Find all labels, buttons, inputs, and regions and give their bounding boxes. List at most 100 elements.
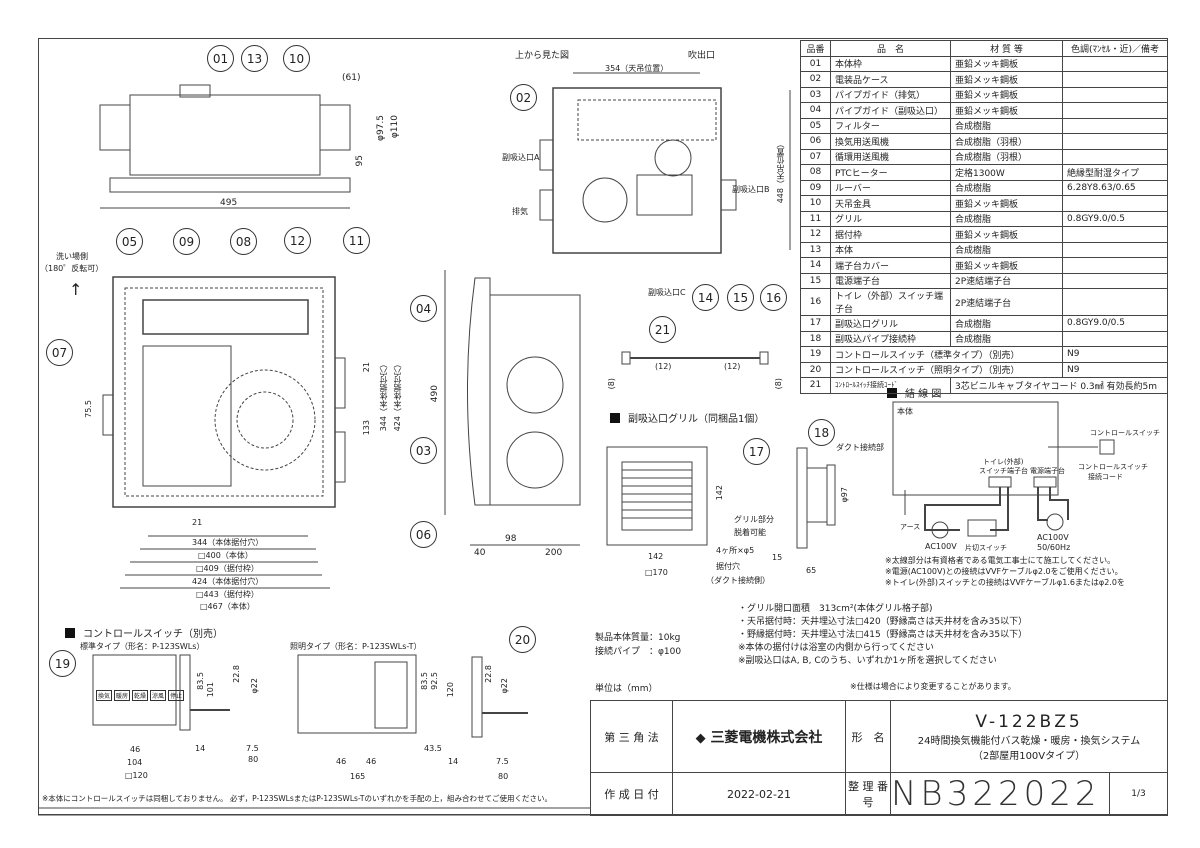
spec-note: ・グリル開口面積 313cm²(本体グリル格子部) — [738, 604, 933, 614]
cell-note — [1062, 241, 1168, 258]
balloon-16: 16 — [760, 284, 787, 311]
light-dim-7-5: 7.5 — [496, 757, 509, 766]
light-dim-46-b: 46 — [366, 757, 377, 766]
cell-note — [1062, 86, 1168, 103]
dim-354: 354（天吊位置） — [605, 64, 669, 73]
cell-note — [1062, 148, 1168, 165]
cell-material: 合成樹脂 — [950, 330, 1063, 347]
cell-no: 13 — [800, 241, 831, 258]
light-dim-phi-22: φ22 — [500, 678, 509, 694]
light-dim-165: 165 — [350, 772, 366, 781]
std-dim-22-8: 22.8 — [232, 665, 241, 683]
cell-name: ルーバー — [830, 179, 951, 196]
grille-dim-142-v: 142 — [715, 485, 724, 501]
switch-button-ventilation: 換気 — [96, 690, 113, 701]
dim-40: 40 — [474, 548, 486, 558]
cell-name: PTCヒーター — [830, 164, 951, 181]
cell-material: 亜鉛メッキ鋼板 — [950, 86, 1063, 103]
switch-label: 片切スイッチ — [965, 544, 1007, 552]
dim-75-5: 75.5 — [84, 400, 93, 418]
exhaust-label: 排気 — [512, 207, 528, 216]
cell-material: 2P速結端子台 — [950, 272, 1063, 289]
balloon-08: 08 — [230, 228, 257, 255]
hz-label: 50/60Hz — [1037, 543, 1071, 552]
dim-98: 98 — [505, 534, 517, 544]
cell-material: 合成樹脂（羽根） — [950, 148, 1063, 165]
model-info: V-122BZ5 24時間換気機能付バス乾燥・暖房・換気システム （2部屋用10… — [890, 700, 1168, 773]
cell-name: パイプガイド（副吸込口） — [830, 102, 951, 119]
wiring-section-title: 結 線 図 — [887, 385, 941, 400]
cell-material: 合成樹脂 — [950, 179, 1063, 196]
number-label: 整 理 番 号 — [845, 772, 891, 816]
light-dim-14: 14 — [448, 757, 459, 766]
control-switch-section-title: コントロールスイッチ（別売） — [65, 625, 223, 640]
creation-date: 2022-02-21 — [672, 772, 846, 816]
light-dim-120: 120 — [446, 682, 455, 698]
cell-note — [1062, 288, 1168, 316]
std-dim-104: 104 — [127, 758, 143, 767]
cell-name: 循環用送風機 — [830, 148, 951, 165]
balloon-11: 11 — [343, 227, 370, 254]
ac-100v-2: AC100V — [1037, 533, 1069, 542]
cell-material: 亜鉛メッキ鋼板 — [950, 55, 1063, 72]
outlet-label: 吹出口 — [688, 51, 716, 61]
cell-note — [1062, 272, 1168, 289]
balloon-07: 07 — [46, 339, 73, 366]
cell-name: フィルター — [830, 117, 951, 134]
light-dim-92-5: 92.5 — [430, 672, 439, 690]
cell-material: 合成樹脂 — [950, 241, 1063, 258]
balloon-01: 01 — [207, 45, 234, 72]
cell-material: 合成樹脂 — [950, 117, 1063, 134]
cell-no: 11 — [800, 210, 831, 227]
grille-duct-side: （ダクト接続側） — [706, 576, 770, 585]
model-subdescription: （2部屋用100Vタイプ） — [972, 750, 1086, 762]
grille-removable-1: グリル部分 — [734, 515, 774, 524]
cell-note — [1062, 71, 1168, 88]
cell-note: 0.8GY9.0/0.5 — [1062, 210, 1168, 227]
cell-note — [1062, 117, 1168, 134]
wiring-note: ※太線部分は有資格者である電気工事士にて施工してください。 — [885, 556, 1116, 565]
control-switch-note: ※本体にコントロールスイッチは同梱しておりません。 必ず，P-123SWLsまた… — [42, 794, 552, 803]
switch-button-stop: 停止 — [168, 690, 185, 701]
product-mass: 製品本体質量：10kg — [595, 633, 681, 643]
cell-note — [1062, 195, 1168, 212]
page-number: 1/3 — [1109, 772, 1168, 816]
cord-drawing — [621, 351, 769, 365]
dim-490: 490 — [430, 385, 440, 403]
cell-no: 14 — [800, 257, 831, 274]
cell-note — [1062, 102, 1168, 119]
balloon-05: 05 — [116, 228, 143, 255]
projection-label: 第 三 角 法 — [590, 700, 673, 773]
ac-100v-1: AC100V — [925, 542, 957, 551]
dim-200: 200 — [545, 548, 563, 558]
grille-drawing — [606, 446, 836, 549]
cell-name: 換気用送風機 — [830, 133, 951, 150]
cell-no: 03 — [800, 86, 831, 103]
cell-name: グリル — [830, 210, 951, 227]
light-dim-83-5: 83.5 — [420, 672, 429, 690]
balloon-10: 10 — [283, 45, 310, 72]
wiring-cord-2: 接続コード — [1088, 473, 1123, 481]
cell-name: パイプガイド（排気） — [830, 86, 951, 103]
earth-label: アース — [900, 523, 921, 531]
grille-dim-170: □170 — [645, 568, 668, 577]
toilet-terminal-1: トイレ(外部) — [983, 458, 1024, 466]
front-view-drawing — [444, 270, 581, 546]
col-material: 材 質 等 — [950, 40, 1063, 57]
title-block: 第 三 角 法 ◆ 三菱電機株式会社 形 名 V-122BZ5 24時間換気機能… — [590, 700, 1168, 816]
inlet-b-label: 副吸込口B — [732, 185, 770, 194]
dim-61: (61) — [342, 73, 361, 83]
cell-note — [1062, 330, 1168, 347]
cell-material: 亜鉛メッキ鋼板 — [950, 257, 1063, 274]
balloon-03: 03 — [410, 437, 437, 464]
connection-pipe: 接続パイプ ：φ100 — [595, 647, 682, 657]
top-view-title: 上から見た図 — [515, 51, 570, 61]
